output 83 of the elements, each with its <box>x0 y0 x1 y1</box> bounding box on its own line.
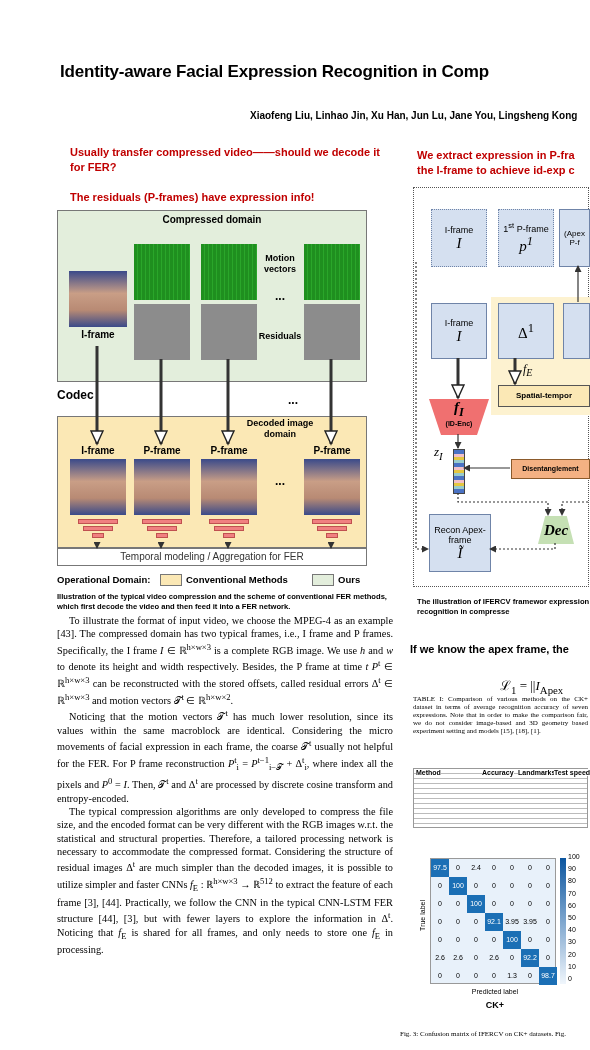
residual-map <box>134 304 190 360</box>
block-arrow <box>154 359 168 445</box>
ellipsis: ... <box>274 289 286 303</box>
dashed-arrow <box>558 501 589 516</box>
frame-box <box>498 303 554 359</box>
arrow <box>327 541 335 549</box>
legend-label: Ours <box>338 574 361 585</box>
band-label: Temporal modeling / Aggregation for FER <box>119 550 305 564</box>
arrow <box>224 541 232 549</box>
encoder-label: f$_{I}$ <box>453 399 465 420</box>
dashed-arrow <box>489 542 556 553</box>
edge-label: f$_{E}$ <box>523 362 533 379</box>
section-heading: If we know the apex frame, the <box>410 643 570 655</box>
domain-panel <box>57 416 367 548</box>
motion-vector-map <box>304 244 360 300</box>
poster-title: Identity-aware Facial Expression Recognition in Comp <box>60 62 490 82</box>
author-list: Xiaofeng Liu, Linhao Jin, Xu Han, Jun Lu, Jane You, Lingsheng Kong <box>250 110 590 121</box>
dashed-arrow <box>415 261 429 553</box>
formula: ℒ$_{1}$ = ||I$_{Apex}$ <box>500 677 565 696</box>
decoder-trapezoid <box>538 516 574 544</box>
decoder-label: Dec <box>542 521 570 540</box>
module-box <box>498 385 590 407</box>
feature-vector-bar <box>453 449 465 494</box>
frame-label: P-frame <box>209 445 249 458</box>
section-heading: The residuals (P-frames) have expression info! <box>70 190 316 205</box>
frame-box <box>431 303 487 359</box>
arrow <box>93 541 101 549</box>
box-label: I <box>456 234 462 252</box>
frame-box <box>498 209 554 267</box>
block-arrow <box>508 358 522 385</box>
block-arrow <box>221 359 235 445</box>
box-label: P-f <box>569 238 580 247</box>
frame-box <box>429 514 491 572</box>
figure-label: Residuals <box>257 331 303 342</box>
dashed-arrow <box>457 492 552 516</box>
arrow <box>574 265 582 303</box>
legend-label: Conventional Methods <box>186 574 288 585</box>
block-arrow <box>90 346 104 445</box>
aggregation-band <box>57 548 367 566</box>
block-arrow <box>451 358 465 399</box>
section-heading: Usually transfer compressed video——should we decode it for FER? <box>70 145 380 175</box>
residual-map <box>304 304 360 360</box>
box-label: I-frame <box>444 317 474 328</box>
frame-label: P-frame <box>142 445 182 458</box>
module-box <box>511 459 590 479</box>
motion-vector-map <box>134 244 190 300</box>
vector-label: z$_{I}$ <box>434 444 443 462</box>
body-paragraph: Noticing that the motion vectors 𝒯$^{t}$ has much lower resolution, since its values within the same macroblock are identical. Considering the micro movements of facial expression in each frame, the coarse 𝒯$^{t}$ usually not helpful for the FER. For P frame reconstruction P$^{t}$$_{i}$ = P$^{t−1}$$_{i−𝒯}$ + Δ$^{t}$$_{i}$, where index all the pixels and P$^{0}$ = I. Then, 𝒯$^{t}$ and Δ$^{t}$ are processed by discrete cosine transform and entropy-encoded. <box>57 707 393 805</box>
legend-title: Operational Domain: <box>57 574 152 585</box>
box-label: p$^{1}$ <box>519 234 533 255</box>
residual-map <box>201 304 257 360</box>
body-paragraph: To illustrate the format of input video, we choose the MPEG-4 as an example [43]. The compressed domain has two typical frames, i.e., I frame and P frames. Specifically, the I frame I ∈ ℝ$^{h×w×3}$ is a complete RGB image. We use h and w to denote its height and width respectively. Besides, the P frame at time t P$^{t}$ ∈ ℝ$^{h×w×3}$ can be reconstructed with the stored offsets, called residual errors Δ$^{t}$ ∈ ℝ$^{h×w×3}$ and motion vectors 𝒯$^{t}$ ∈ ℝ$^{h×w×2}$. <box>57 614 393 708</box>
frame-box <box>563 303 590 359</box>
ellipsis: ... <box>287 393 299 407</box>
frame-label: I-frame <box>80 445 116 458</box>
spatial-temporal-area <box>491 297 590 415</box>
arrow <box>463 464 511 472</box>
frame-box <box>431 209 487 267</box>
box-label: Recon Apex-frame <box>433 524 487 545</box>
block-arrow <box>324 359 338 445</box>
body-paragraph: The typical compression algorithms are only developed to compress the file size, and the encoded format can be very different with the RGB images w.r.t. the statistical and structural properties. Therefore, a tailored processing network is necessary to accommodate the compressed format. Considering the structure of residual images Δ$^{t}$ are much simpler than the decoded images, it is possible to utilize simpler and faster CNNs f$_{E}$ : ℝ$^{h×w×3}$ → ℝ$^{512}$ to extract the feature of each frame [3], [44]. Practically, we follow the CNN in the typical CNN-LSTM FER structure [44], [3], but with fewer layers to explore the information in Δ$^{t}$. Noticing that f$_{E}$ is shared for all frames, and only needs to store one f$_{E}$ in processing. <box>57 805 393 957</box>
figure-label: Motion vectors <box>263 253 297 275</box>
frame-box <box>559 209 590 267</box>
figure-label: Codec <box>57 388 95 402</box>
box-label: I-frame <box>444 224 474 235</box>
box-label: Spatial-tempor <box>515 390 573 402</box>
box-label: Ĩ <box>457 544 463 562</box>
ellipsis: ... <box>274 474 286 488</box>
panel-title: Decoded image domain <box>245 418 315 440</box>
domain-panel <box>57 210 367 382</box>
chart-title: CK+ <box>484 1000 506 1010</box>
box-label: Δ$^{1}$ <box>518 320 534 342</box>
frame-label: P-frame <box>312 445 352 458</box>
box-label: 1$^{st}$ P-frame <box>503 221 549 234</box>
arrow <box>157 541 165 549</box>
framework-frame <box>413 187 589 587</box>
section-heading: We extract expression in P-fra the I-frame to achieve id-exp c <box>417 148 576 178</box>
panel-title: Compressed domain <box>161 214 263 225</box>
arrow <box>454 433 462 449</box>
box-label: I <box>456 327 462 345</box>
frame-label: I-frame <box>80 329 116 340</box>
box-label: (Apex <box>564 229 585 238</box>
motion-vector-map <box>201 244 257 300</box>
